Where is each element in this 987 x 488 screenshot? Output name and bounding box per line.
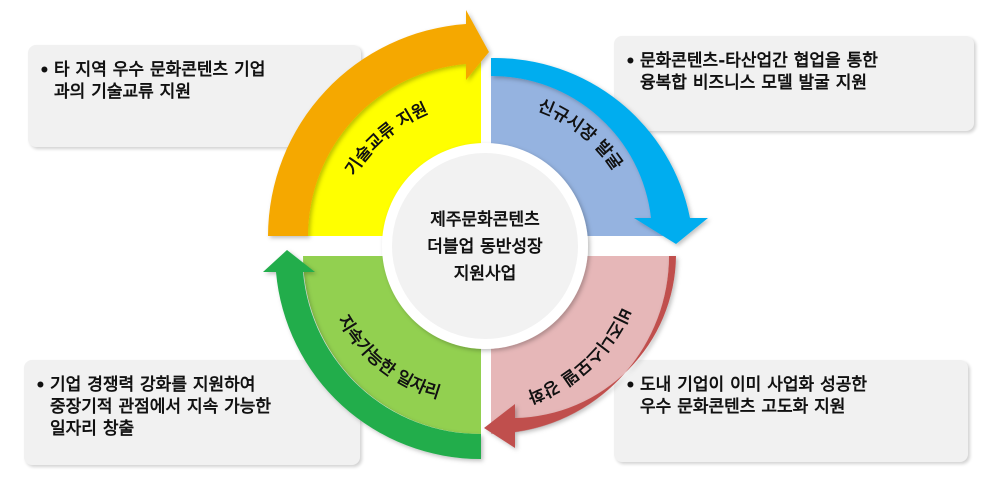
note-business-model: • 도내 기업이 이미 사업화 성공한 우수 문화콘텐츠 고도화 지원 bbox=[614, 360, 968, 462]
center-title-line: 제주문화콘텐츠 bbox=[430, 210, 540, 230]
note-new-market: • 문화콘텐츠-타산업간 협업을 통한 융복합 비즈니스 모델 발굴 지원 bbox=[614, 36, 974, 131]
note-technology-exchange: • 타 지역 우수 문화콘텐츠 기업 과의 기술교류 지원 bbox=[28, 45, 361, 147]
bullet: • bbox=[35, 376, 46, 396]
bullet: • bbox=[39, 61, 50, 81]
note-line: 타 지역 우수 문화콘텐츠 기업 bbox=[54, 60, 266, 80]
note-line: 도내 기업이 이미 사업화 성공한 bbox=[640, 375, 867, 395]
note-line: 일자리 창출 bbox=[50, 419, 135, 439]
bullet: • bbox=[625, 52, 636, 72]
arrow-bottom-right bbox=[484, 256, 693, 448]
arrow-top-right bbox=[491, 57, 708, 244]
bullet: • bbox=[625, 376, 636, 396]
center-title-line: 더블업 동반성장 bbox=[427, 237, 543, 257]
note-line: 기업 경쟁력 강화를 지원하여 bbox=[50, 375, 256, 395]
note-line: 과의 기술교류 지원 bbox=[54, 82, 191, 102]
arrow-top-left bbox=[268, 10, 489, 236]
note-sustainable-jobs: • 기업 경쟁력 강화를 지원하여 중장기적 관점에서 지속 가능한 일자리 창… bbox=[24, 360, 360, 465]
note-line: 우수 문화콘텐츠 고도화 지원 bbox=[640, 397, 846, 417]
center-title-line: 지원사업 bbox=[454, 264, 517, 284]
arrow-bottom-left bbox=[263, 250, 481, 460]
note-line: 융복합 비즈니스 모델 발굴 지원 bbox=[640, 73, 867, 93]
center-circle bbox=[382, 143, 588, 349]
note-line: 문화콘텐츠-타산업간 협업을 통한 bbox=[640, 51, 878, 71]
note-line: 중장기적 관점에서 지속 가능한 bbox=[50, 397, 272, 417]
